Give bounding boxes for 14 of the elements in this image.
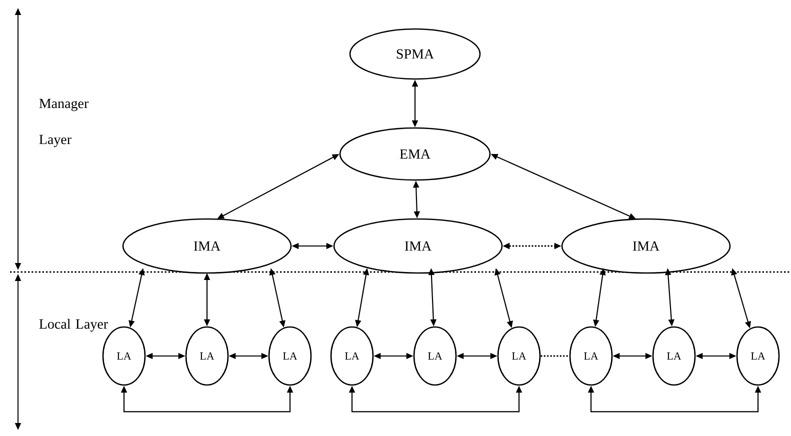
oval-node: LA — [413, 326, 457, 386]
oval-node: LA — [569, 326, 613, 386]
ellipse-node: IMA — [333, 218, 503, 274]
oval-node: LA — [736, 326, 780, 386]
oval-node: LA — [652, 326, 696, 386]
layer-label: Manager Layer — [39, 98, 89, 148]
oval-node: LA — [330, 326, 374, 386]
ellipse-node: IMA — [122, 218, 292, 274]
ellipse-node: IMA — [561, 218, 731, 274]
oval-node: LA — [185, 326, 229, 386]
ellipse-node: EMA — [339, 127, 491, 181]
oval-node: LA — [268, 326, 312, 386]
oval-node: LA — [497, 326, 541, 386]
ellipse-node: SPMA — [349, 28, 481, 80]
